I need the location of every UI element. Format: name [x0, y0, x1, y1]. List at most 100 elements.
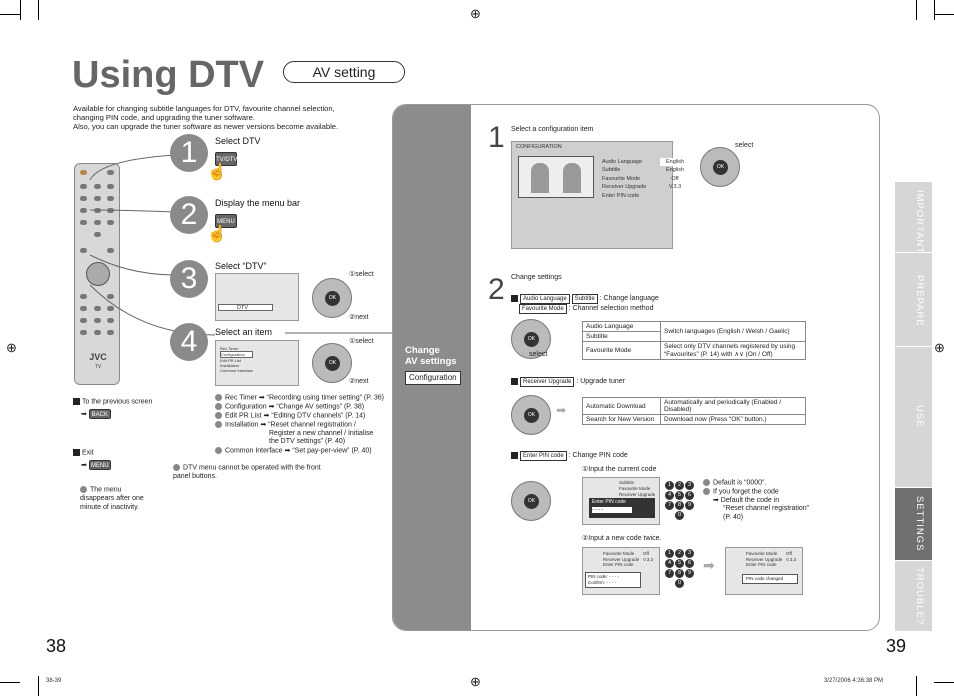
select-label: select	[529, 351, 548, 358]
next-label: ②next	[349, 378, 369, 385]
list-item: Installation ➡ “Reset channel registrati…	[225, 421, 356, 429]
tab-label: TROUBLE?	[914, 567, 925, 626]
intro-text: Available for changing subtitle language…	[73, 104, 393, 132]
tv-dtv-key-icon: TV/DTV	[215, 152, 237, 166]
enter-pin-tag: Enter PIN code	[520, 451, 567, 461]
step-number-3: 3	[170, 260, 208, 298]
remote-model: TV	[94, 364, 102, 370]
tab-use[interactable]: USE	[895, 347, 932, 487]
configuration-tag: Configuration	[405, 371, 461, 385]
step-number-1: 1	[170, 134, 208, 172]
new-pin-screen: Favourite Mode Receiver Upgrade Enter PI…	[582, 547, 660, 595]
subtitle-tag: Subtitle	[571, 294, 598, 304]
navigation-dial-icon: OK	[312, 278, 352, 318]
navigation-dial-icon: OK	[312, 343, 352, 383]
crop-mark	[38, 0, 39, 20]
list-item: Common Interface ➡ “Set pay-per-view” (P…	[225, 447, 372, 455]
tab-label: IMPORTANT!	[914, 190, 925, 258]
config-row-label: Receiver Upgrade	[602, 184, 647, 191]
config-row-label: Audio Language	[602, 159, 643, 165]
list-item: Register a new channel / Initialise	[269, 429, 374, 437]
crop-mark	[20, 0, 21, 20]
step-number-4: 4	[170, 323, 208, 361]
section-pill: AV setting	[283, 61, 405, 83]
crop-mark	[916, 676, 917, 696]
crop-mark	[0, 682, 20, 683]
screen-item: Installation	[220, 363, 240, 368]
select-label: select	[735, 142, 754, 149]
tab-bg	[895, 561, 932, 631]
dtv-menu-item: DTV	[218, 304, 273, 311]
sidebar-heading: AV settings	[405, 356, 457, 367]
page-title: Using DTV	[72, 54, 265, 96]
pin-line: Enter PIN code : Change PIN code	[511, 451, 628, 461]
favourite-mode-tag: Favourite Mode	[519, 304, 567, 314]
tab-bg	[895, 182, 932, 252]
crop-mark	[38, 676, 39, 696]
pointing-hand-icon: ☝	[207, 164, 227, 181]
back-key-icon: BACK	[88, 408, 111, 419]
next-label: ②next	[349, 314, 369, 321]
tab-trouble[interactable]: TROUBLE?	[895, 561, 932, 631]
panel-sidebar: Change AV settings Configuration	[393, 105, 471, 630]
tab-label: PREPARE	[914, 275, 925, 327]
front-panel-note: DTV menu cannot be operated with the fro…	[173, 464, 321, 480]
registration-mark-icon: ⊕	[6, 340, 17, 355]
tab-prepare[interactable]: PREPARE	[895, 253, 932, 346]
config-row-value: English	[665, 167, 685, 174]
config-row-label: Subtitle	[602, 167, 621, 174]
connector-lines	[89, 154, 398, 336]
remote-control-illustration: JVC TV	[74, 163, 120, 385]
crop-mark	[0, 14, 20, 15]
tab-label: USE	[914, 405, 925, 428]
pin-changed-message: PIN code changed	[742, 574, 798, 584]
navigation-dial-icon: OK	[511, 395, 551, 435]
list-item: Edit PR List ➡ “Editing DTV channels” (P…	[225, 412, 366, 420]
tab-bg	[895, 253, 932, 346]
tab-label: SETTINGS	[914, 496, 925, 552]
right-step-1-label: Select a configuration item	[511, 126, 594, 133]
arrow-right-icon: ➡	[556, 403, 567, 417]
registration-mark-icon: ⊕	[470, 674, 481, 689]
select-label: ①select	[349, 338, 374, 345]
config-row-value: English	[660, 158, 690, 167]
tab-important[interactable]: IMPORTANT!	[895, 182, 932, 258]
tab-bg	[895, 347, 932, 487]
previous-screen-note: To the previous screen ➡ BACK	[73, 398, 153, 420]
pointing-hand-icon: ☝	[207, 226, 227, 243]
menu-key-icon: MENU	[215, 214, 237, 228]
dtv-menu-screen: DTV	[215, 273, 299, 321]
page-number-right: 39	[886, 636, 907, 656]
pin-changed-screen: Favourite Mode Receiver Upgrade Enter PI…	[725, 547, 803, 595]
tab-bg	[895, 488, 932, 560]
footer-timestamp: 3/27/2006 4:36:38 PM	[824, 678, 884, 684]
registration-mark-icon: ⊕	[934, 340, 945, 355]
step-1-label: Select DTV	[215, 136, 261, 146]
navigation-dial-icon: OK	[511, 481, 551, 521]
list-item: Rec Timer ➡ “Recording using timer setti…	[225, 394, 385, 402]
remote-brand: JVC	[89, 352, 107, 362]
receiver-upgrade-tag: Receiver Upgrade	[520, 377, 575, 387]
list-item: Configuration ➡ “Change AV settings” (P.…	[225, 403, 365, 411]
menu-key-icon: MENU	[88, 459, 111, 470]
screen-item: Configuration	[220, 351, 253, 358]
screen-item: Common Interface	[220, 368, 253, 373]
config-header: CONFIGURATION	[516, 144, 562, 150]
pin-notes: Default is “0000”. If you forget the cod…	[703, 479, 813, 523]
tab-settings[interactable]: SETTINGS	[895, 488, 932, 560]
av-settings-panel: Change AV settings Configuration 1 Selec…	[392, 104, 880, 631]
sidebar-heading: Change	[405, 345, 440, 356]
page-number-left: 38	[46, 636, 67, 656]
navigation-dial-icon: OK	[511, 319, 551, 359]
dtv-items-screen: Rec Timer Configuration Edit PR List Ins…	[215, 340, 299, 386]
intro-line: Available for changing subtitle language…	[73, 104, 335, 113]
step-3-label: Select “DTV”	[215, 261, 267, 271]
crop-mark	[916, 0, 917, 20]
config-row-value: V.3.3	[668, 184, 682, 191]
menu-timeout-note: The menu disappears after one minute of …	[80, 486, 144, 511]
crop-mark	[934, 682, 954, 683]
favourite-line: Favourite Mode : Channel selection metho…	[519, 304, 653, 314]
enter-pin-screen: Subtitle Favourite Mode Receiver Upgrade…	[582, 477, 660, 525]
upgrade-line: Receiver Upgrade : Upgrade tuner	[511, 377, 625, 387]
